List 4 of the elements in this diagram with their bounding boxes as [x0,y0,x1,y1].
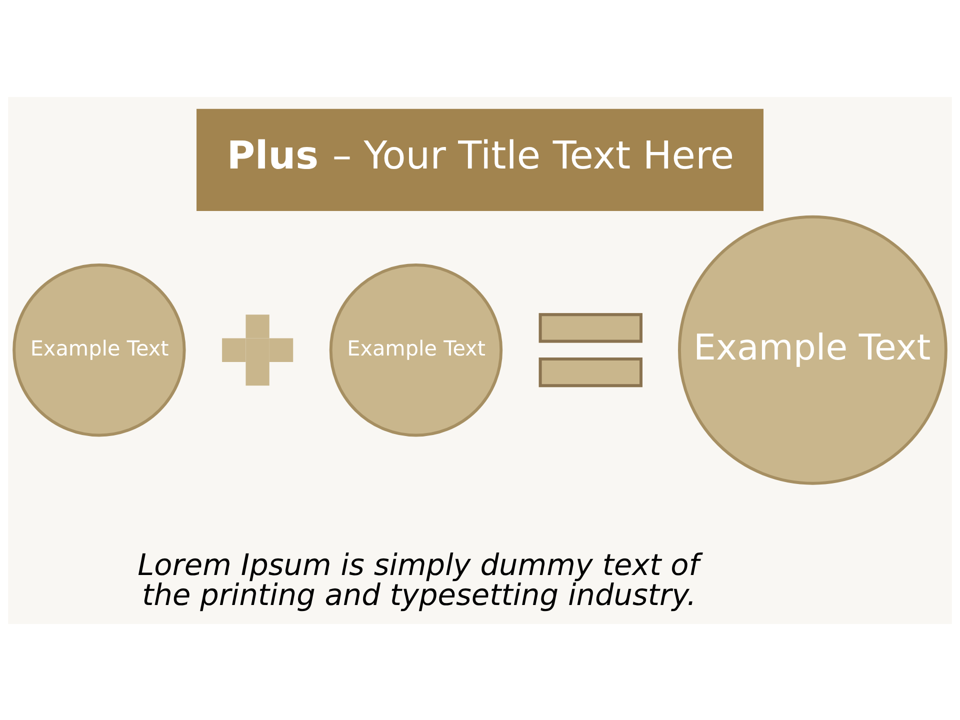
node-circle: Example Text [329,263,503,436]
diagram-title: Plus – Your Title Text Here [226,133,734,178]
node-circle: Example Text [678,214,948,484]
node-circle: Example Text [12,263,186,436]
